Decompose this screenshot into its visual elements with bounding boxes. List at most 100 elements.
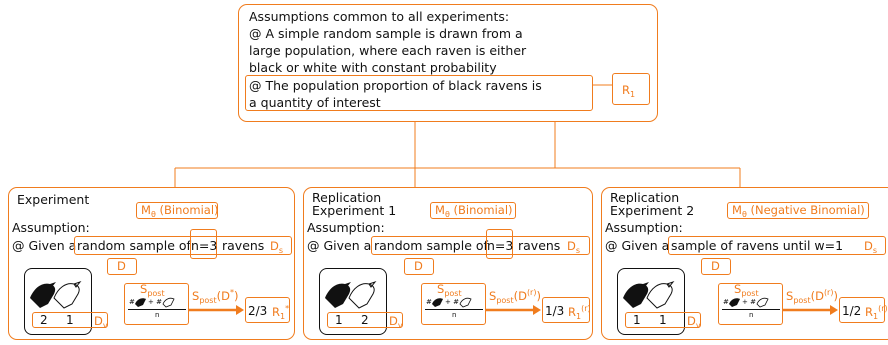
observation-box xyxy=(24,268,92,335)
n-text: n=3 xyxy=(191,238,218,253)
result-value: 1/2 xyxy=(842,304,862,318)
common-line-5: a quantity of interest xyxy=(249,95,381,110)
counts-box xyxy=(327,312,403,328)
ds-label: Ds xyxy=(270,239,284,255)
d-box xyxy=(404,258,434,275)
white-raven-mini-icon xyxy=(756,297,769,308)
spost-label: Spost xyxy=(734,282,759,298)
dv-label: Dv xyxy=(94,314,108,330)
result-r: R1* xyxy=(272,304,290,321)
sample-text: random sample of xyxy=(77,238,191,253)
proportion-formula: # + # n xyxy=(128,296,186,322)
common-heading: Assumptions common to all experiments: xyxy=(249,9,510,24)
white-raven-icon xyxy=(646,280,675,309)
spost-box xyxy=(421,283,486,325)
common-line-1: @ A simple random sample is drawn from a xyxy=(249,26,523,41)
panel-title-1: Replication xyxy=(312,190,382,205)
result-box xyxy=(542,297,590,323)
sample-box xyxy=(371,236,590,255)
dv-label: Dv xyxy=(389,314,403,330)
sample-text: random sample of xyxy=(374,238,488,253)
count-black: 2 xyxy=(40,313,48,327)
model-box xyxy=(430,202,516,219)
result-r: R1(r) xyxy=(865,304,888,321)
d-box xyxy=(701,258,731,275)
result-box xyxy=(839,297,885,323)
r1-label: R1 xyxy=(622,83,636,99)
counts-box xyxy=(32,312,108,328)
d-label: D xyxy=(117,259,126,273)
black-raven-icon xyxy=(30,282,56,308)
arrow-label: Spost(D*) xyxy=(192,288,239,305)
assumption-label: Assumption: xyxy=(12,220,90,235)
panel-title: Experiment xyxy=(17,192,90,207)
given-label: @ Given a xyxy=(605,238,670,253)
given-label: @ Given a xyxy=(12,238,77,253)
black-raven-mini-icon xyxy=(432,298,443,307)
panel-frame xyxy=(8,187,295,340)
spost-box xyxy=(718,283,783,325)
model-label: Mθ (Binomial) xyxy=(435,203,513,219)
white-raven-icon xyxy=(348,280,377,309)
result-value: 1/3 xyxy=(545,304,565,318)
observation-box xyxy=(617,268,685,335)
given-label: @ Given a xyxy=(307,238,372,253)
panel-title-2: Experiment 1 xyxy=(312,203,397,218)
black-raven-mini-icon xyxy=(729,298,740,307)
common-assumptions-box xyxy=(238,4,658,122)
model-box xyxy=(727,202,869,219)
model-box xyxy=(136,202,218,219)
sample-box xyxy=(74,236,292,255)
count-black: 1 xyxy=(633,313,641,327)
count-white: 2 xyxy=(361,313,369,327)
ds-label: Ds xyxy=(567,239,581,255)
d-label: D xyxy=(711,259,720,273)
black-raven-mini-icon xyxy=(135,298,146,307)
model-label: Mθ (Negative Binomial) xyxy=(732,203,865,219)
r1-box xyxy=(612,73,650,105)
sample-text: sample of ravens until w=1 xyxy=(671,238,844,253)
model-label: Mθ (Binomial) xyxy=(141,203,219,219)
ravens-text: ravens xyxy=(518,238,561,253)
white-raven-mini-icon xyxy=(459,297,472,308)
ravens-text: ravens xyxy=(222,238,265,253)
white-raven-mini-icon xyxy=(162,297,175,308)
spost-label: Spost xyxy=(437,282,462,298)
dv-label: Dv xyxy=(687,314,701,330)
ds-label: Ds xyxy=(864,239,878,255)
common-line-4: @ The population proportion of black rav… xyxy=(249,78,542,93)
proportion-formula: # + # n xyxy=(425,296,483,322)
white-raven-icon xyxy=(53,280,82,309)
spost-label: Spost xyxy=(140,282,165,298)
n-box xyxy=(190,229,217,259)
counts-box xyxy=(625,312,701,328)
arrow-right-icon xyxy=(783,305,838,315)
assumption-label: Assumption: xyxy=(307,220,385,235)
common-line-3: black or white with constant probability xyxy=(249,60,497,75)
count-black: 1 xyxy=(335,313,343,327)
black-raven-icon xyxy=(623,282,649,308)
arrow-label: Spost(D(r)) xyxy=(786,288,838,305)
result-r: R1(r) xyxy=(568,304,591,321)
count-white: 1 xyxy=(659,313,667,327)
n-box xyxy=(486,229,513,259)
d-box xyxy=(107,258,137,275)
panel-frame xyxy=(601,187,888,340)
count-white: 1 xyxy=(66,313,74,327)
d-label: D xyxy=(414,259,423,273)
result-value: 2/3 xyxy=(248,304,268,318)
panel-title-1: Replication xyxy=(610,190,680,205)
observation-box xyxy=(319,268,387,335)
assumption-label: Assumption: xyxy=(605,220,683,235)
arrow-right-icon xyxy=(486,305,541,315)
black-raven-icon xyxy=(325,282,351,308)
population-proportion-box xyxy=(245,75,593,111)
common-line-2: large population, where each raven is ei… xyxy=(249,43,527,58)
panel-title-2: Experiment 2 xyxy=(610,203,695,218)
spost-box xyxy=(124,283,189,325)
arrow-label: Spost(D(r)) xyxy=(489,288,541,305)
proportion-formula: # + # n xyxy=(722,296,780,322)
result-box xyxy=(245,297,290,323)
panel-frame xyxy=(303,187,593,340)
